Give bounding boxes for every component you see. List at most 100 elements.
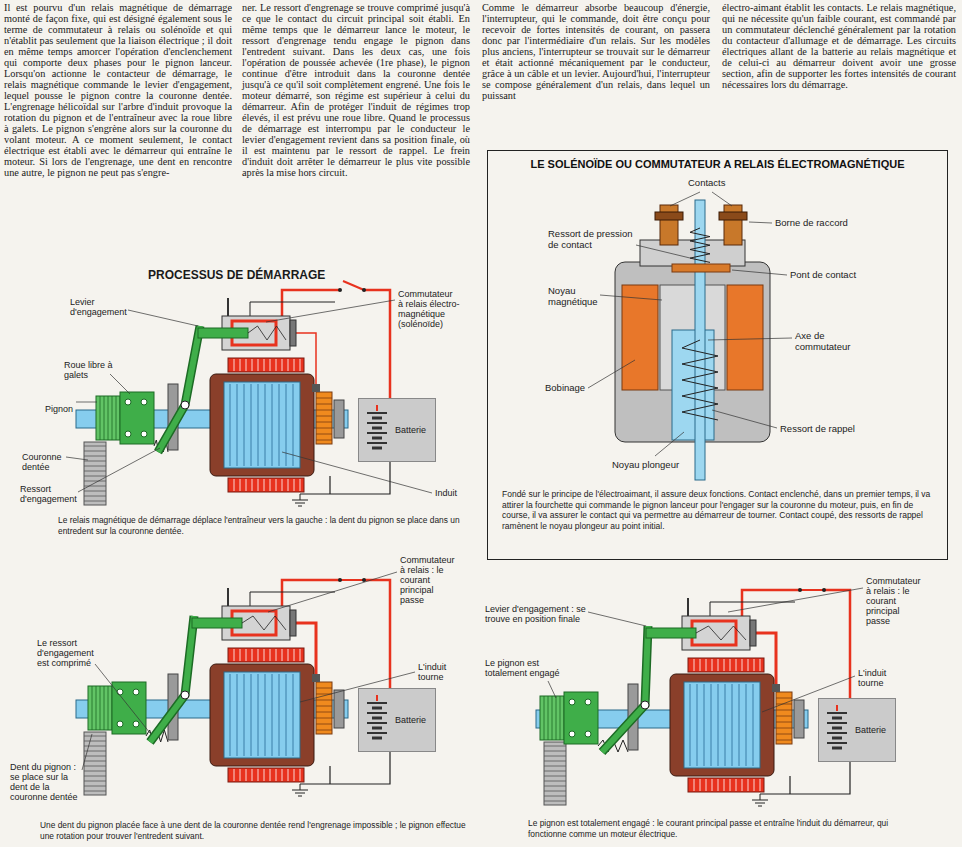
part bbox=[198, 328, 248, 338]
wire bbox=[776, 716, 792, 717]
leader-line bbox=[548, 681, 556, 698]
wire bbox=[264, 359, 265, 371]
leader-line bbox=[66, 457, 88, 460]
wire bbox=[294, 479, 295, 491]
wire bbox=[776, 710, 792, 711]
battery-box: Batterie bbox=[358, 398, 436, 462]
part bbox=[210, 374, 314, 476]
wire bbox=[246, 769, 247, 781]
roller bbox=[133, 721, 139, 727]
wire bbox=[282, 359, 283, 371]
leader-line bbox=[76, 402, 97, 403]
part bbox=[655, 212, 683, 220]
wire bbox=[718, 779, 719, 791]
wire bbox=[544, 761, 566, 762]
battery-symbol bbox=[365, 405, 389, 455]
wire bbox=[316, 428, 332, 429]
wire bbox=[294, 359, 295, 371]
wire bbox=[706, 779, 707, 791]
wire bbox=[246, 649, 247, 661]
battery-label: Batterie bbox=[395, 715, 426, 725]
wire bbox=[264, 649, 265, 661]
wire bbox=[258, 674, 259, 756]
wire bbox=[712, 779, 713, 791]
part bbox=[615, 262, 770, 442]
wire bbox=[84, 446, 106, 447]
wire bbox=[754, 659, 755, 671]
wire bbox=[556, 696, 557, 740]
solenoid-illustration bbox=[615, 200, 770, 480]
wire bbox=[544, 776, 566, 777]
roller bbox=[585, 731, 591, 737]
wire bbox=[237, 674, 238, 756]
part-label: Noyau plongeur bbox=[612, 460, 692, 471]
part bbox=[772, 684, 780, 692]
wire bbox=[544, 766, 566, 767]
wire bbox=[752, 794, 768, 806]
part bbox=[776, 692, 792, 744]
part bbox=[684, 682, 760, 768]
wire bbox=[711, 684, 712, 766]
wire bbox=[150, 616, 194, 742]
wire bbox=[270, 649, 271, 661]
part bbox=[719, 212, 747, 220]
part bbox=[316, 392, 332, 444]
wire bbox=[240, 359, 241, 371]
wire bbox=[316, 706, 332, 707]
wire bbox=[84, 496, 106, 497]
callout-label: Le pignon est totalement engagé bbox=[485, 658, 567, 678]
wire bbox=[544, 696, 545, 740]
wire bbox=[252, 649, 253, 661]
wire bbox=[258, 769, 259, 781]
wire bbox=[84, 456, 106, 457]
part bbox=[210, 664, 314, 766]
wire bbox=[776, 722, 792, 723]
wire bbox=[776, 728, 792, 729]
battery-label: Batterie bbox=[395, 425, 426, 435]
wire bbox=[690, 684, 691, 766]
wire bbox=[292, 784, 308, 796]
wire bbox=[244, 384, 245, 466]
part-label: Axe de commutateur bbox=[795, 331, 855, 352]
part bbox=[727, 285, 763, 390]
body-text: Il est pourvu d'un relais magnétique de … bbox=[4, 2, 232, 178]
wire bbox=[364, 290, 390, 398]
wire bbox=[258, 479, 259, 491]
wire bbox=[746, 684, 747, 766]
wire bbox=[776, 734, 792, 735]
wire bbox=[292, 494, 308, 506]
part bbox=[750, 620, 756, 646]
wire bbox=[748, 779, 749, 791]
wire bbox=[316, 688, 332, 689]
wire bbox=[736, 659, 737, 671]
callout-label: Levier d'engagement : se trouve en posit… bbox=[485, 604, 587, 624]
wire bbox=[300, 359, 301, 371]
wire bbox=[706, 659, 707, 671]
figure-caption: Le pignon est totalement engagé : le cou… bbox=[528, 818, 908, 839]
leader-line bbox=[588, 360, 635, 388]
wire bbox=[730, 659, 731, 671]
leader-line bbox=[732, 270, 787, 275]
part bbox=[672, 264, 730, 272]
leader-line bbox=[266, 300, 395, 322]
part bbox=[316, 682, 332, 734]
wire bbox=[739, 684, 740, 766]
part bbox=[540, 696, 564, 740]
switch-dot bbox=[822, 588, 826, 592]
battery-symbol bbox=[825, 705, 849, 755]
wire bbox=[288, 359, 289, 371]
pivot bbox=[181, 401, 189, 409]
part bbox=[646, 628, 696, 638]
switch-dot bbox=[338, 578, 342, 582]
wire bbox=[800, 589, 824, 591]
part bbox=[120, 392, 154, 444]
callout-label: Couronne dentée bbox=[22, 452, 78, 472]
wire bbox=[251, 674, 252, 756]
battery-symbol bbox=[365, 695, 389, 745]
wire bbox=[84, 741, 106, 742]
wire bbox=[84, 471, 106, 472]
wire bbox=[700, 779, 701, 791]
wire bbox=[548, 696, 549, 740]
wire bbox=[84, 476, 106, 477]
